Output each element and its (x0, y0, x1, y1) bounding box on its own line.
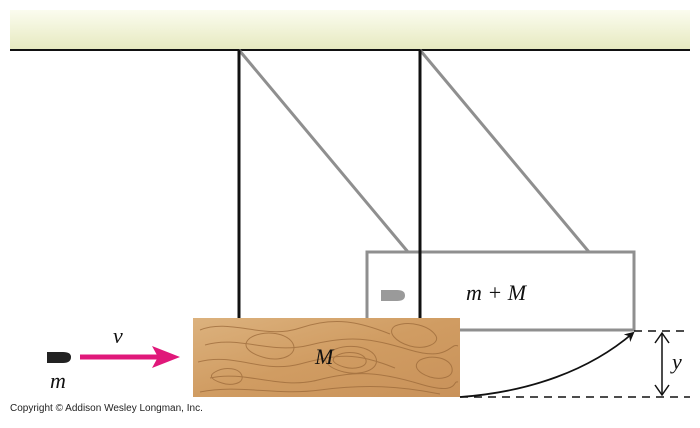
combined-mass-label: m + M (466, 280, 528, 305)
wooden-block (193, 318, 460, 397)
bullet-mass-label: m (50, 368, 66, 393)
height-label: y (670, 349, 682, 374)
block-mass-label: M (314, 344, 335, 369)
embedded-bullet-icon (381, 290, 405, 301)
ceiling (10, 10, 690, 51)
bullet-icon (47, 352, 71, 363)
height-dimension-arrow (654, 331, 670, 397)
swing-path (459, 331, 635, 398)
combined-block (365, 250, 636, 332)
strings-initial (237, 50, 422, 318)
height-reference-lines (460, 330, 690, 398)
wood-grain (197, 320, 459, 395)
arrow-right-icon (80, 346, 180, 368)
velocity-label: v (113, 323, 123, 348)
copyright-notice: Copyright © Addison Wesley Longman, Inc. (10, 403, 203, 414)
strings-final (237, 49, 591, 253)
